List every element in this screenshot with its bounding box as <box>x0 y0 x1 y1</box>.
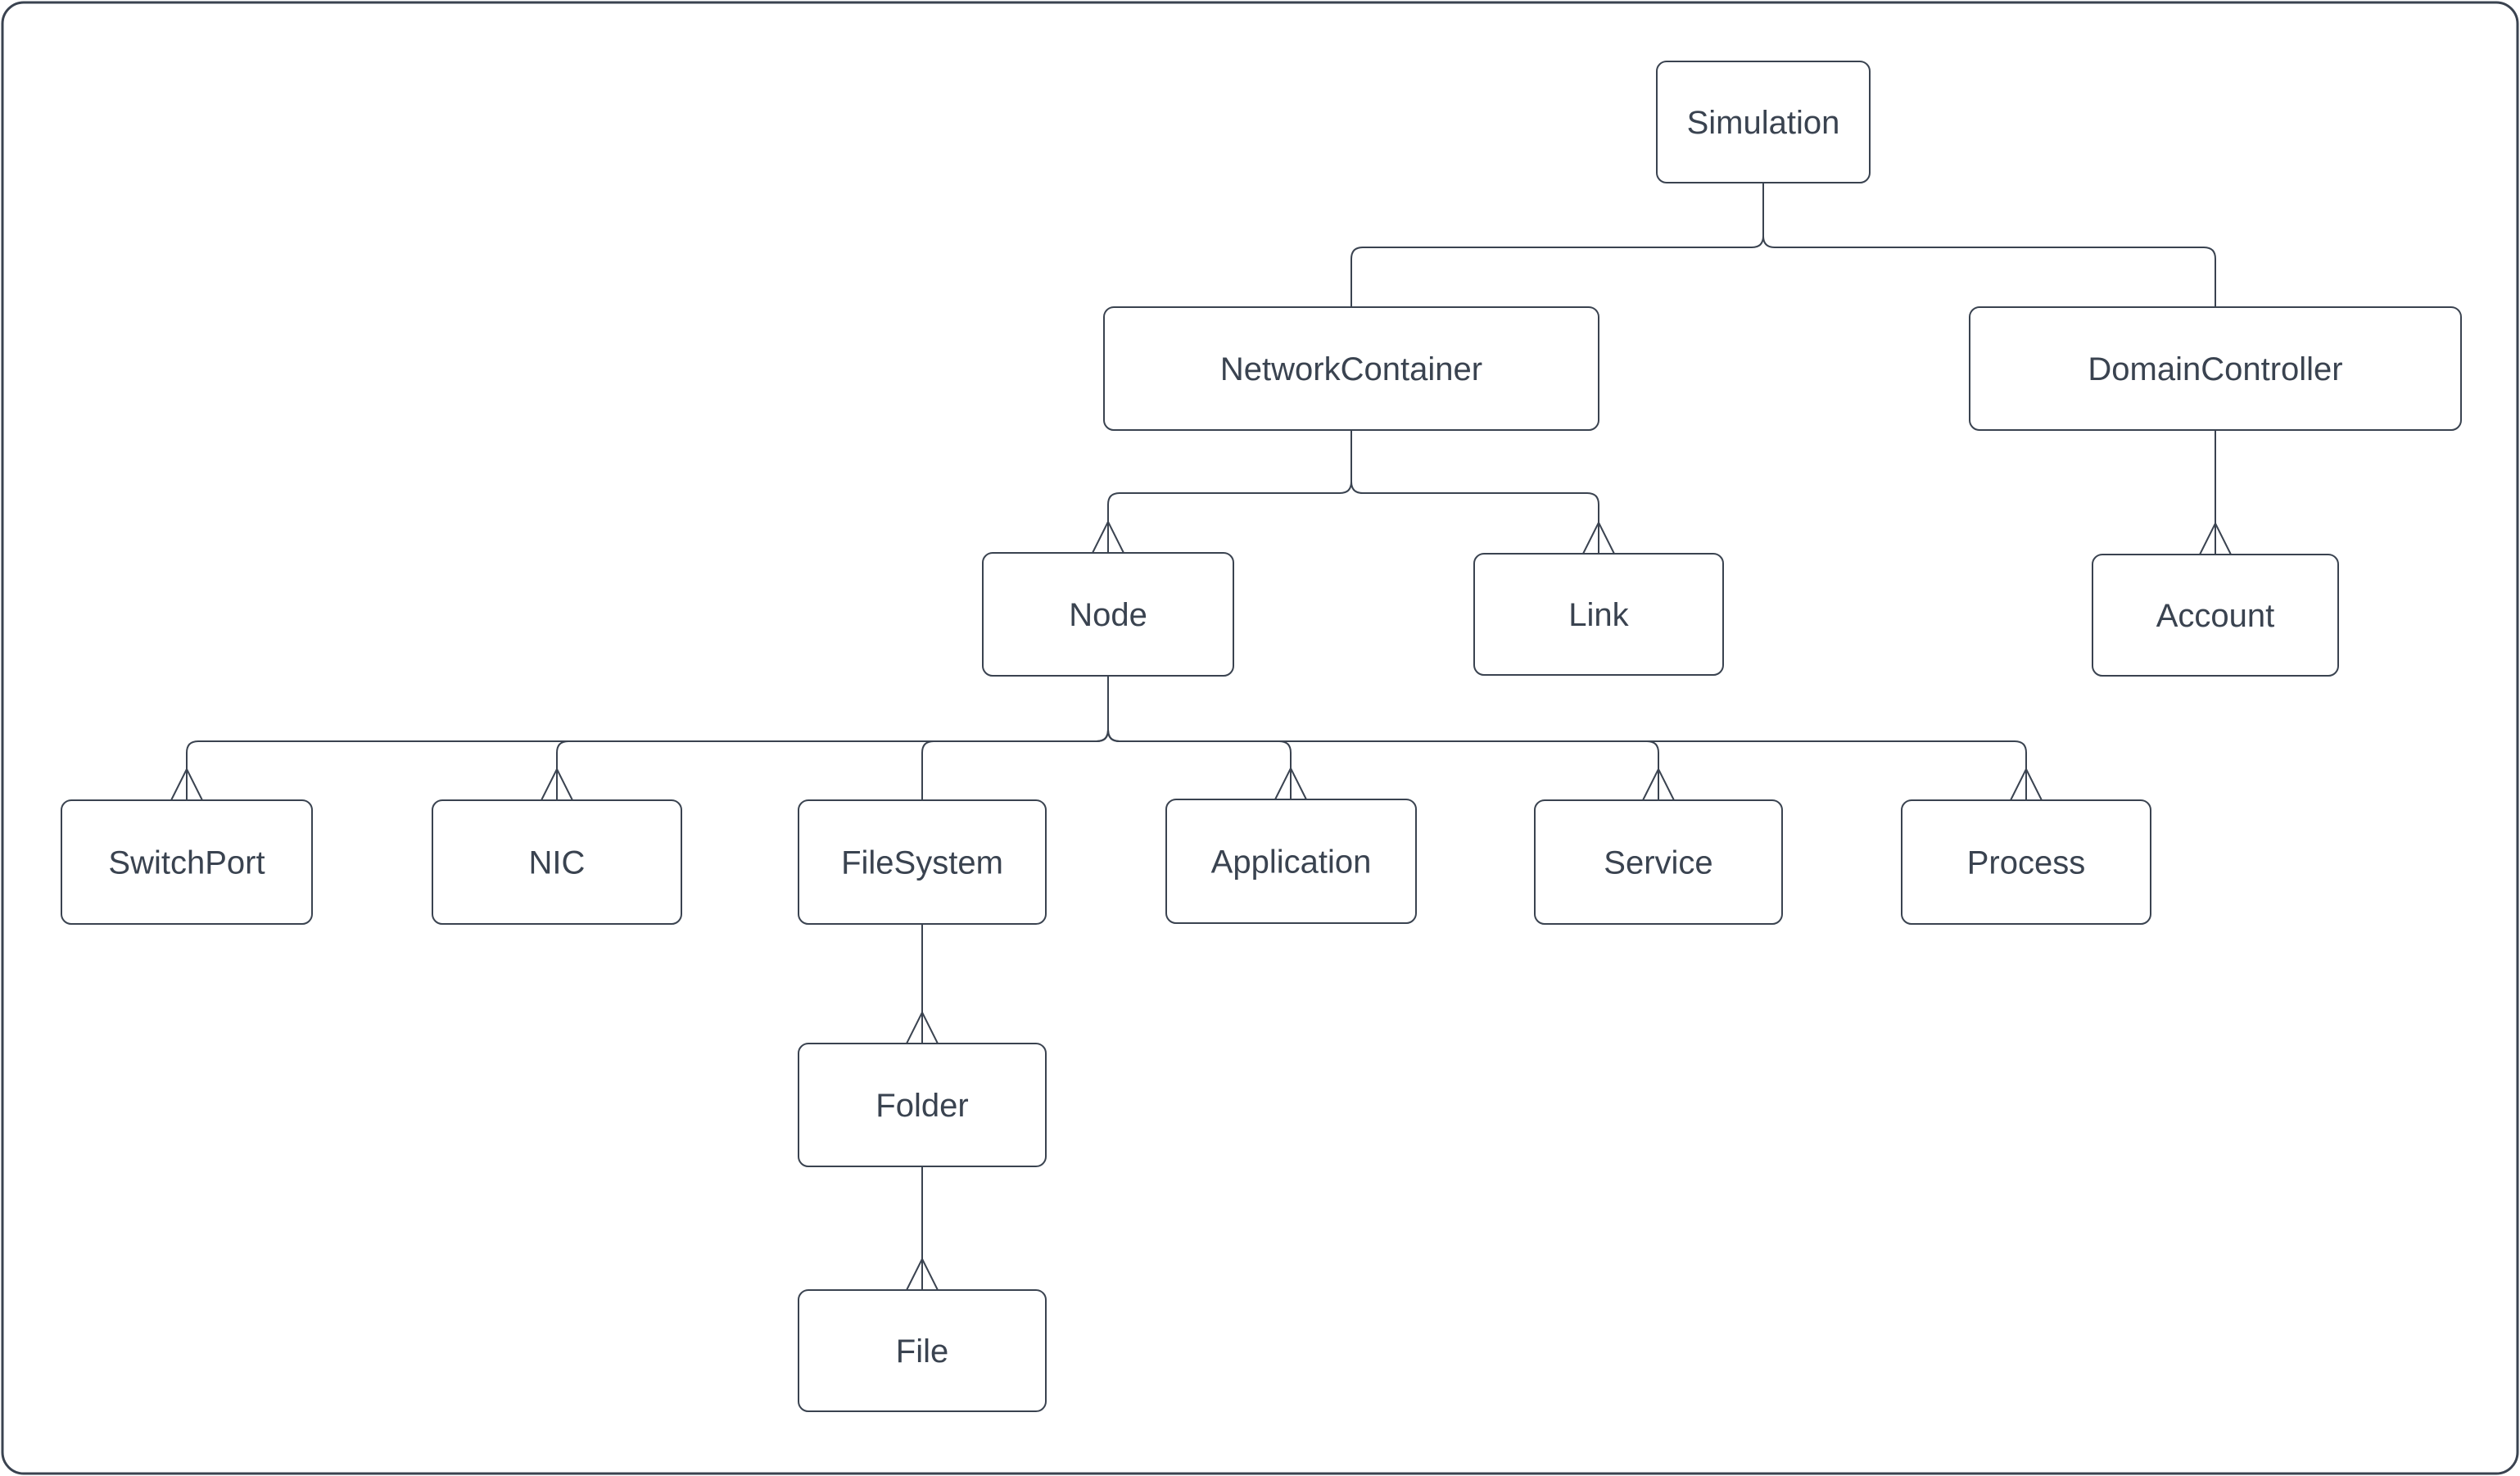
node-box-application <box>1165 799 1417 924</box>
node-label-process: Process <box>1967 845 2086 881</box>
node-folder[interactable]: Folder <box>798 1043 1047 1167</box>
edge-networkcontainer-node <box>1107 430 1352 553</box>
arrowhead-icon-folder <box>906 1010 939 1044</box>
edges-layer <box>170 183 2232 1291</box>
node-label-service: Service <box>1604 845 1712 881</box>
node-domaincontroller[interactable]: DomainController <box>1969 306 2462 431</box>
node-label-file: File <box>896 1333 948 1370</box>
node-label-account: Account <box>2156 598 2275 634</box>
node-switchport[interactable]: SwitchPort <box>61 799 313 925</box>
node-label-domaincontroller: DomainController <box>2088 351 2342 387</box>
node-box-folder <box>798 1043 1047 1167</box>
arrowhead-icon-node <box>1092 519 1124 554</box>
arrowhead-icon-service <box>1642 767 1675 801</box>
edge-node-service <box>1107 676 1659 800</box>
node-box-nic <box>432 799 682 925</box>
node-application[interactable]: Application <box>1165 799 1417 924</box>
node-box-file <box>798 1289 1047 1412</box>
node-label-node: Node <box>1069 597 1147 633</box>
arrowhead-icon-link <box>1582 520 1615 555</box>
node-label-folder: Folder <box>875 1088 968 1124</box>
node-label-simulation: Simulation <box>1687 105 1840 141</box>
node-box-account <box>2092 554 2339 677</box>
node-box-networkcontainer <box>1103 306 1599 431</box>
arrowhead-icon-account <box>2199 521 2232 555</box>
node-label-link: Link <box>1568 597 1629 633</box>
edge-simulation-networkcontainer <box>1350 183 1764 307</box>
node-box-simulation <box>1656 61 1871 183</box>
node-label-networkcontainer: NetworkContainer <box>1220 351 1482 387</box>
node-simulation[interactable]: Simulation <box>1656 61 1871 183</box>
node-nic[interactable]: NIC <box>432 799 682 925</box>
arrowhead-icon-application <box>1274 766 1307 800</box>
arrowhead-icon-nic <box>541 767 573 801</box>
edge-node-filesystem <box>921 676 1109 800</box>
node-node[interactable]: Node <box>982 552 1234 677</box>
node-box-filesystem <box>798 799 1047 925</box>
arrowhead-icon-process <box>2010 767 2043 801</box>
node-file[interactable]: File <box>798 1289 1047 1412</box>
node-box-node <box>982 552 1234 677</box>
node-box-link <box>1473 553 1724 676</box>
node-box-process <box>1901 799 2151 925</box>
node-label-application: Application <box>1211 844 1372 881</box>
arrowhead-icon-switchport <box>170 767 203 801</box>
node-label-nic: NIC <box>529 845 586 881</box>
node-networkcontainer[interactable]: NetworkContainer <box>1103 306 1599 431</box>
edge-simulation-domaincontroller <box>1762 183 2216 307</box>
edge-node-application <box>1107 676 1292 799</box>
edge-node-process <box>1107 676 2027 800</box>
node-label-filesystem: FileSystem <box>841 845 1003 881</box>
node-filesystem[interactable]: FileSystem <box>798 799 1047 925</box>
edge-networkcontainer-link <box>1350 430 1599 554</box>
node-box-service <box>1534 799 1783 925</box>
node-box-switchport <box>61 799 313 925</box>
node-account[interactable]: Account <box>2092 554 2339 677</box>
node-box-domaincontroller <box>1969 306 2462 431</box>
node-service[interactable]: Service <box>1534 799 1783 925</box>
arrowhead-icon-file <box>906 1256 939 1291</box>
edge-node-switchport <box>186 676 1109 800</box>
node-link[interactable]: Link <box>1473 553 1724 676</box>
node-label-switchport: SwitchPort <box>108 845 265 881</box>
node-process[interactable]: Process <box>1901 799 2151 925</box>
edge-node-nic <box>556 676 1109 800</box>
